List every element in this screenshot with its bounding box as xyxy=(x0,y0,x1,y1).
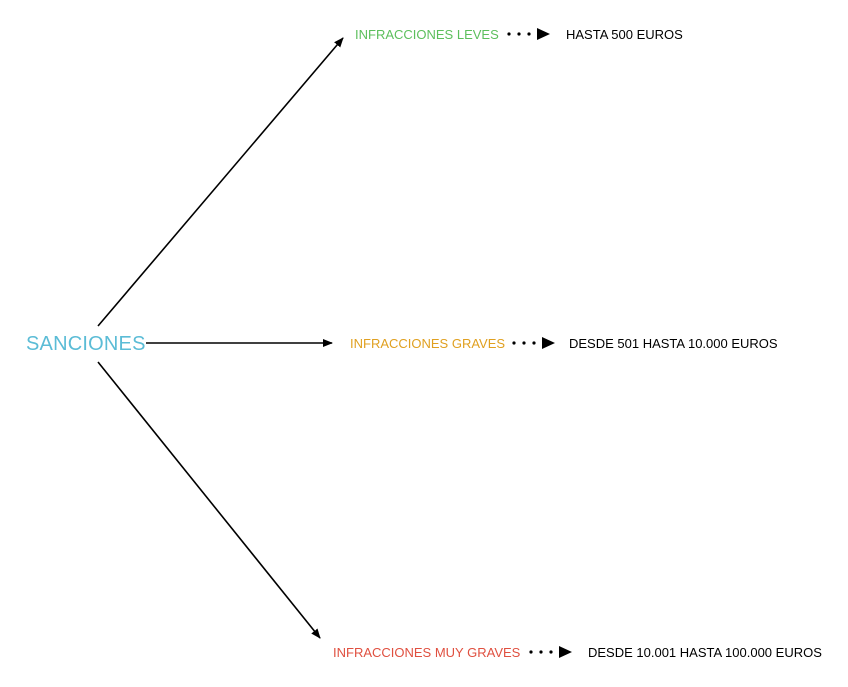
arrow-to-muy-graves xyxy=(97,361,321,639)
category-label-graves: INFRACCIONES GRAVES xyxy=(350,336,506,351)
dotted-arrow-muy-graves xyxy=(529,646,572,658)
amount-label-graves: DESDE 501 HASTA 10.000 EUROS xyxy=(569,336,778,351)
dotted-arrow-leves xyxy=(507,28,550,40)
amount-label-muy-graves: DESDE 10.001 HASTA 100.000 EUROS xyxy=(588,645,822,660)
category-label-leves: INFRACCIONES LEVES xyxy=(355,27,499,42)
amount-label-leves: HASTA 500 EUROS xyxy=(566,27,683,42)
root-node-label: SANCIONES xyxy=(26,333,146,355)
category-label-muy-graves: INFRACCIONES MUY GRAVES xyxy=(333,645,521,660)
arrow-to-leves xyxy=(97,37,344,327)
dotted-arrow-graves xyxy=(512,337,555,349)
